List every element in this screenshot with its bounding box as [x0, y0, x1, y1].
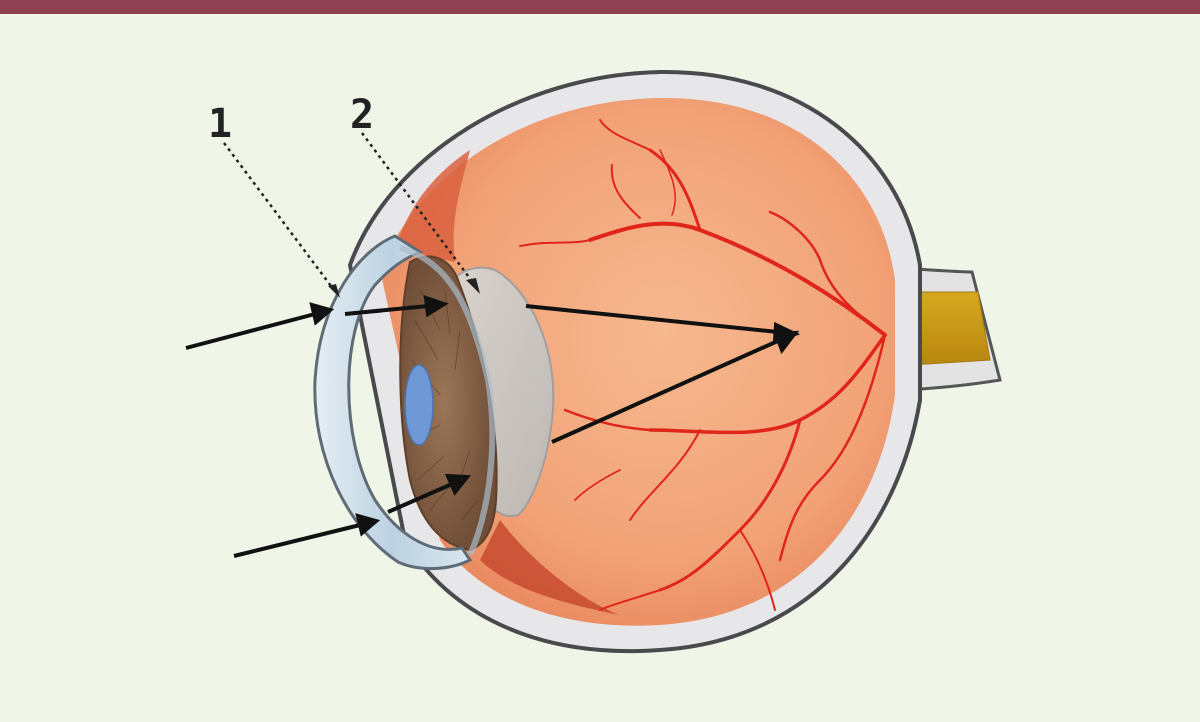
leader-2-arrowhead [466, 278, 480, 294]
ciliary-body-lower [480, 520, 620, 615]
label-leader-lines [222, 132, 476, 291]
refracted-ray-lower [551, 330, 800, 444]
label-1: 1 [208, 101, 232, 147]
pupil [404, 364, 434, 446]
retinal-blood-vessels [519, 119, 887, 611]
incoming-ray-upper-inner [344, 295, 449, 318]
leader-line-2 [360, 132, 476, 285]
incoming-ray-lower-outer [233, 513, 381, 558]
incoming-ray-upper-outer [185, 302, 335, 350]
light-rays [185, 295, 801, 558]
label-2: 2 [350, 92, 374, 138]
top-accent-bar [0, 0, 1200, 14]
ciliary-body-upper [395, 150, 470, 262]
cornea-inner-edge [399, 245, 496, 557]
incoming-ray-lower-inner [387, 473, 471, 514]
leader-1-arrowhead [328, 284, 340, 298]
leader-line-1 [222, 142, 336, 291]
